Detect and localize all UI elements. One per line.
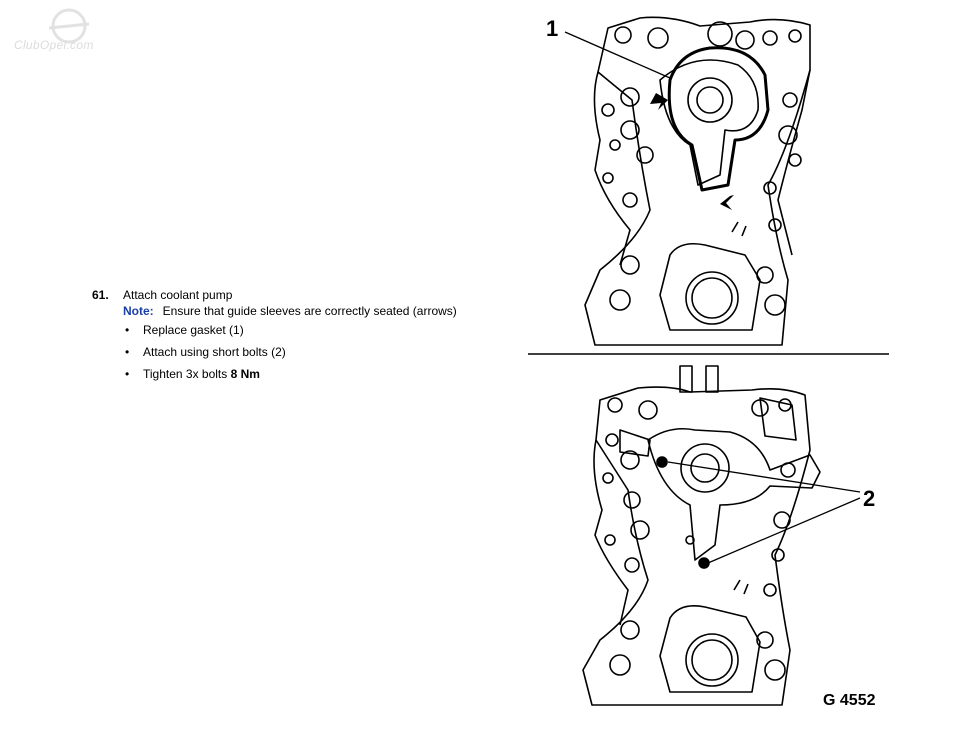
bullet-item: Tighten 3x bolts 8 Nm: [125, 367, 286, 389]
watermark-logo: [48, 8, 90, 44]
timing-cover-bottom: [582, 365, 821, 706]
guide-sleeve-arrows-top: [650, 93, 734, 210]
callout-1-label: 1: [546, 16, 558, 41]
watermark-text: ClubOpel.com: [14, 38, 94, 52]
bullet-item: Replace gasket (1): [125, 323, 286, 345]
step-note: Note: Ensure that guide sleeves are corre…: [123, 304, 457, 319]
step-bullet-list: Replace gasket (1) Attach using short bo…: [125, 323, 286, 389]
callout-2-label: 2: [863, 486, 875, 511]
step-number: 61.: [92, 288, 109, 302]
engine-cover-diagrams: 1 2: [528, 16, 889, 706]
note-label: Note:: [123, 304, 154, 318]
figure-id: G 4552: [823, 692, 876, 709]
step-title: Attach coolant pump: [123, 288, 233, 302]
bullet-item: Attach using short bolts (2): [125, 345, 286, 367]
timing-cover-top: [584, 16, 811, 346]
torque-value: 8 Nm: [230, 367, 260, 381]
note-text: Ensure that guide sleeves are correctly …: [162, 304, 457, 318]
